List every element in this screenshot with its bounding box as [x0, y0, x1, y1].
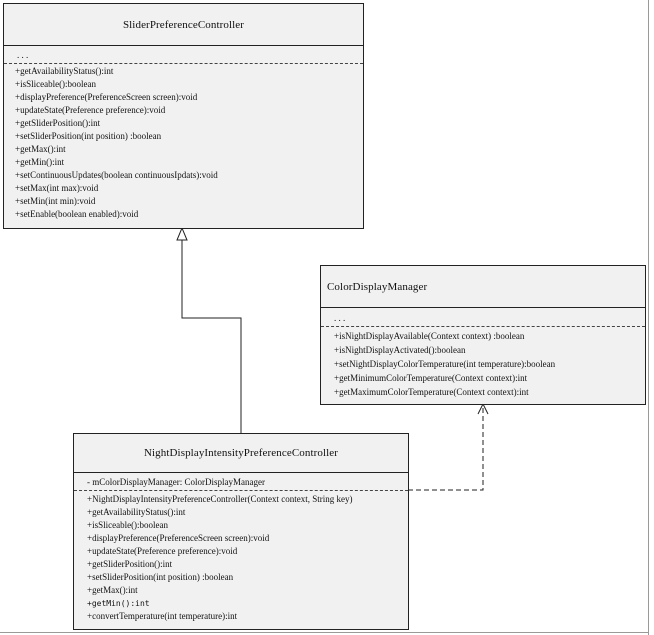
- class-name: SliderPreferenceController: [122, 18, 245, 31]
- operation: +updateState(Preference preference):void: [87, 546, 238, 556]
- operation: +setMin(int min):void: [15, 196, 96, 206]
- operation: +updateState(Preference preference):void: [15, 105, 166, 115]
- operation: +getMaximumColorTemperature(Context cont…: [334, 387, 529, 397]
- operation: +getSliderPosition():int: [87, 559, 173, 569]
- operations-section: +getAvailabilityStatus():int +isSliceabl…: [4, 65, 363, 221]
- class-name: NightDisplayIntensityPreferenceControlle…: [143, 447, 339, 459]
- operation: +getMin():int: [87, 599, 150, 608]
- class-color-display-manager[interactable]: ColorDisplayManager . . . +isNightDispla…: [320, 265, 646, 405]
- class-night-display-intensity-preference-controller[interactable]: NightDisplayIntensityPreferenceControlle…: [73, 433, 409, 630]
- attributes-ellipsis: . . .: [17, 50, 29, 60]
- attributes-ellipsis: . . .: [334, 313, 346, 323]
- dependency-line: [408, 407, 484, 491]
- canvas-border-right: [648, 0, 649, 635]
- operation: +getMax():int: [87, 585, 138, 595]
- attributes-section: . . .: [321, 309, 645, 327]
- class-slider-preference-controller[interactable]: SliderPreferenceController . . . +getAva…: [3, 3, 364, 229]
- attribute: - mColorDisplayManager: ColorDisplayMana…: [87, 477, 265, 487]
- class-header: NightDisplayIntensityPreferenceControlle…: [74, 434, 408, 473]
- operation: +isSliceable():boolean: [87, 520, 169, 530]
- canvas-border-bottom: [0, 632, 649, 633]
- operation: +setSliderPosition(int position) :boolea…: [15, 131, 162, 141]
- operation: +setSliderPosition(int position) :boolea…: [87, 572, 234, 582]
- attributes-section: - mColorDisplayManager: ColorDisplayMana…: [74, 473, 408, 491]
- operations-section: +NightDisplayIntensityPreferenceControll…: [74, 493, 408, 623]
- operation: +getAvailabilityStatus():int: [15, 66, 114, 76]
- operation: +setContinuousUpdates(boolean continuous…: [15, 170, 218, 180]
- operation: +getAvailabilityStatus():int: [87, 507, 186, 517]
- operation: +setEnable(boolean enabled):void: [15, 209, 139, 219]
- operation: +NightDisplayIntensityPreferenceControll…: [87, 494, 353, 504]
- operation: +isNightDisplayActivated():boolean: [334, 345, 466, 355]
- operation: +displayPreference(PreferenceScreen scre…: [15, 92, 198, 102]
- generalization-line: [181, 240, 242, 433]
- operation: +getMin():int: [15, 157, 65, 167]
- operation: +displayPreference(PreferenceScreen scre…: [87, 533, 270, 543]
- operation: +isNightDisplayAvailable(Context context…: [334, 331, 525, 341]
- class-name: ColorDisplayManager: [327, 280, 428, 293]
- operation: +getMinimumColorTemperature(Context cont…: [334, 373, 528, 383]
- operation: +isSliceable():boolean: [15, 79, 97, 89]
- operation: +setNightDisplayColorTemperature(int tem…: [334, 359, 556, 369]
- operation: +getSliderPosition():int: [15, 118, 101, 128]
- operation: +convertTemperature(int temperature):int: [87, 611, 238, 621]
- attributes-section: . . .: [4, 46, 363, 64]
- generalization-arrowhead: [176, 226, 188, 241]
- operation: +getMax():int: [15, 144, 66, 154]
- class-header: ColorDisplayManager: [321, 266, 645, 308]
- operation: +setMax(int max):void: [15, 183, 99, 193]
- class-header: SliderPreferenceController: [4, 4, 363, 46]
- operations-section: +isNightDisplayAvailable(Context context…: [321, 329, 645, 399]
